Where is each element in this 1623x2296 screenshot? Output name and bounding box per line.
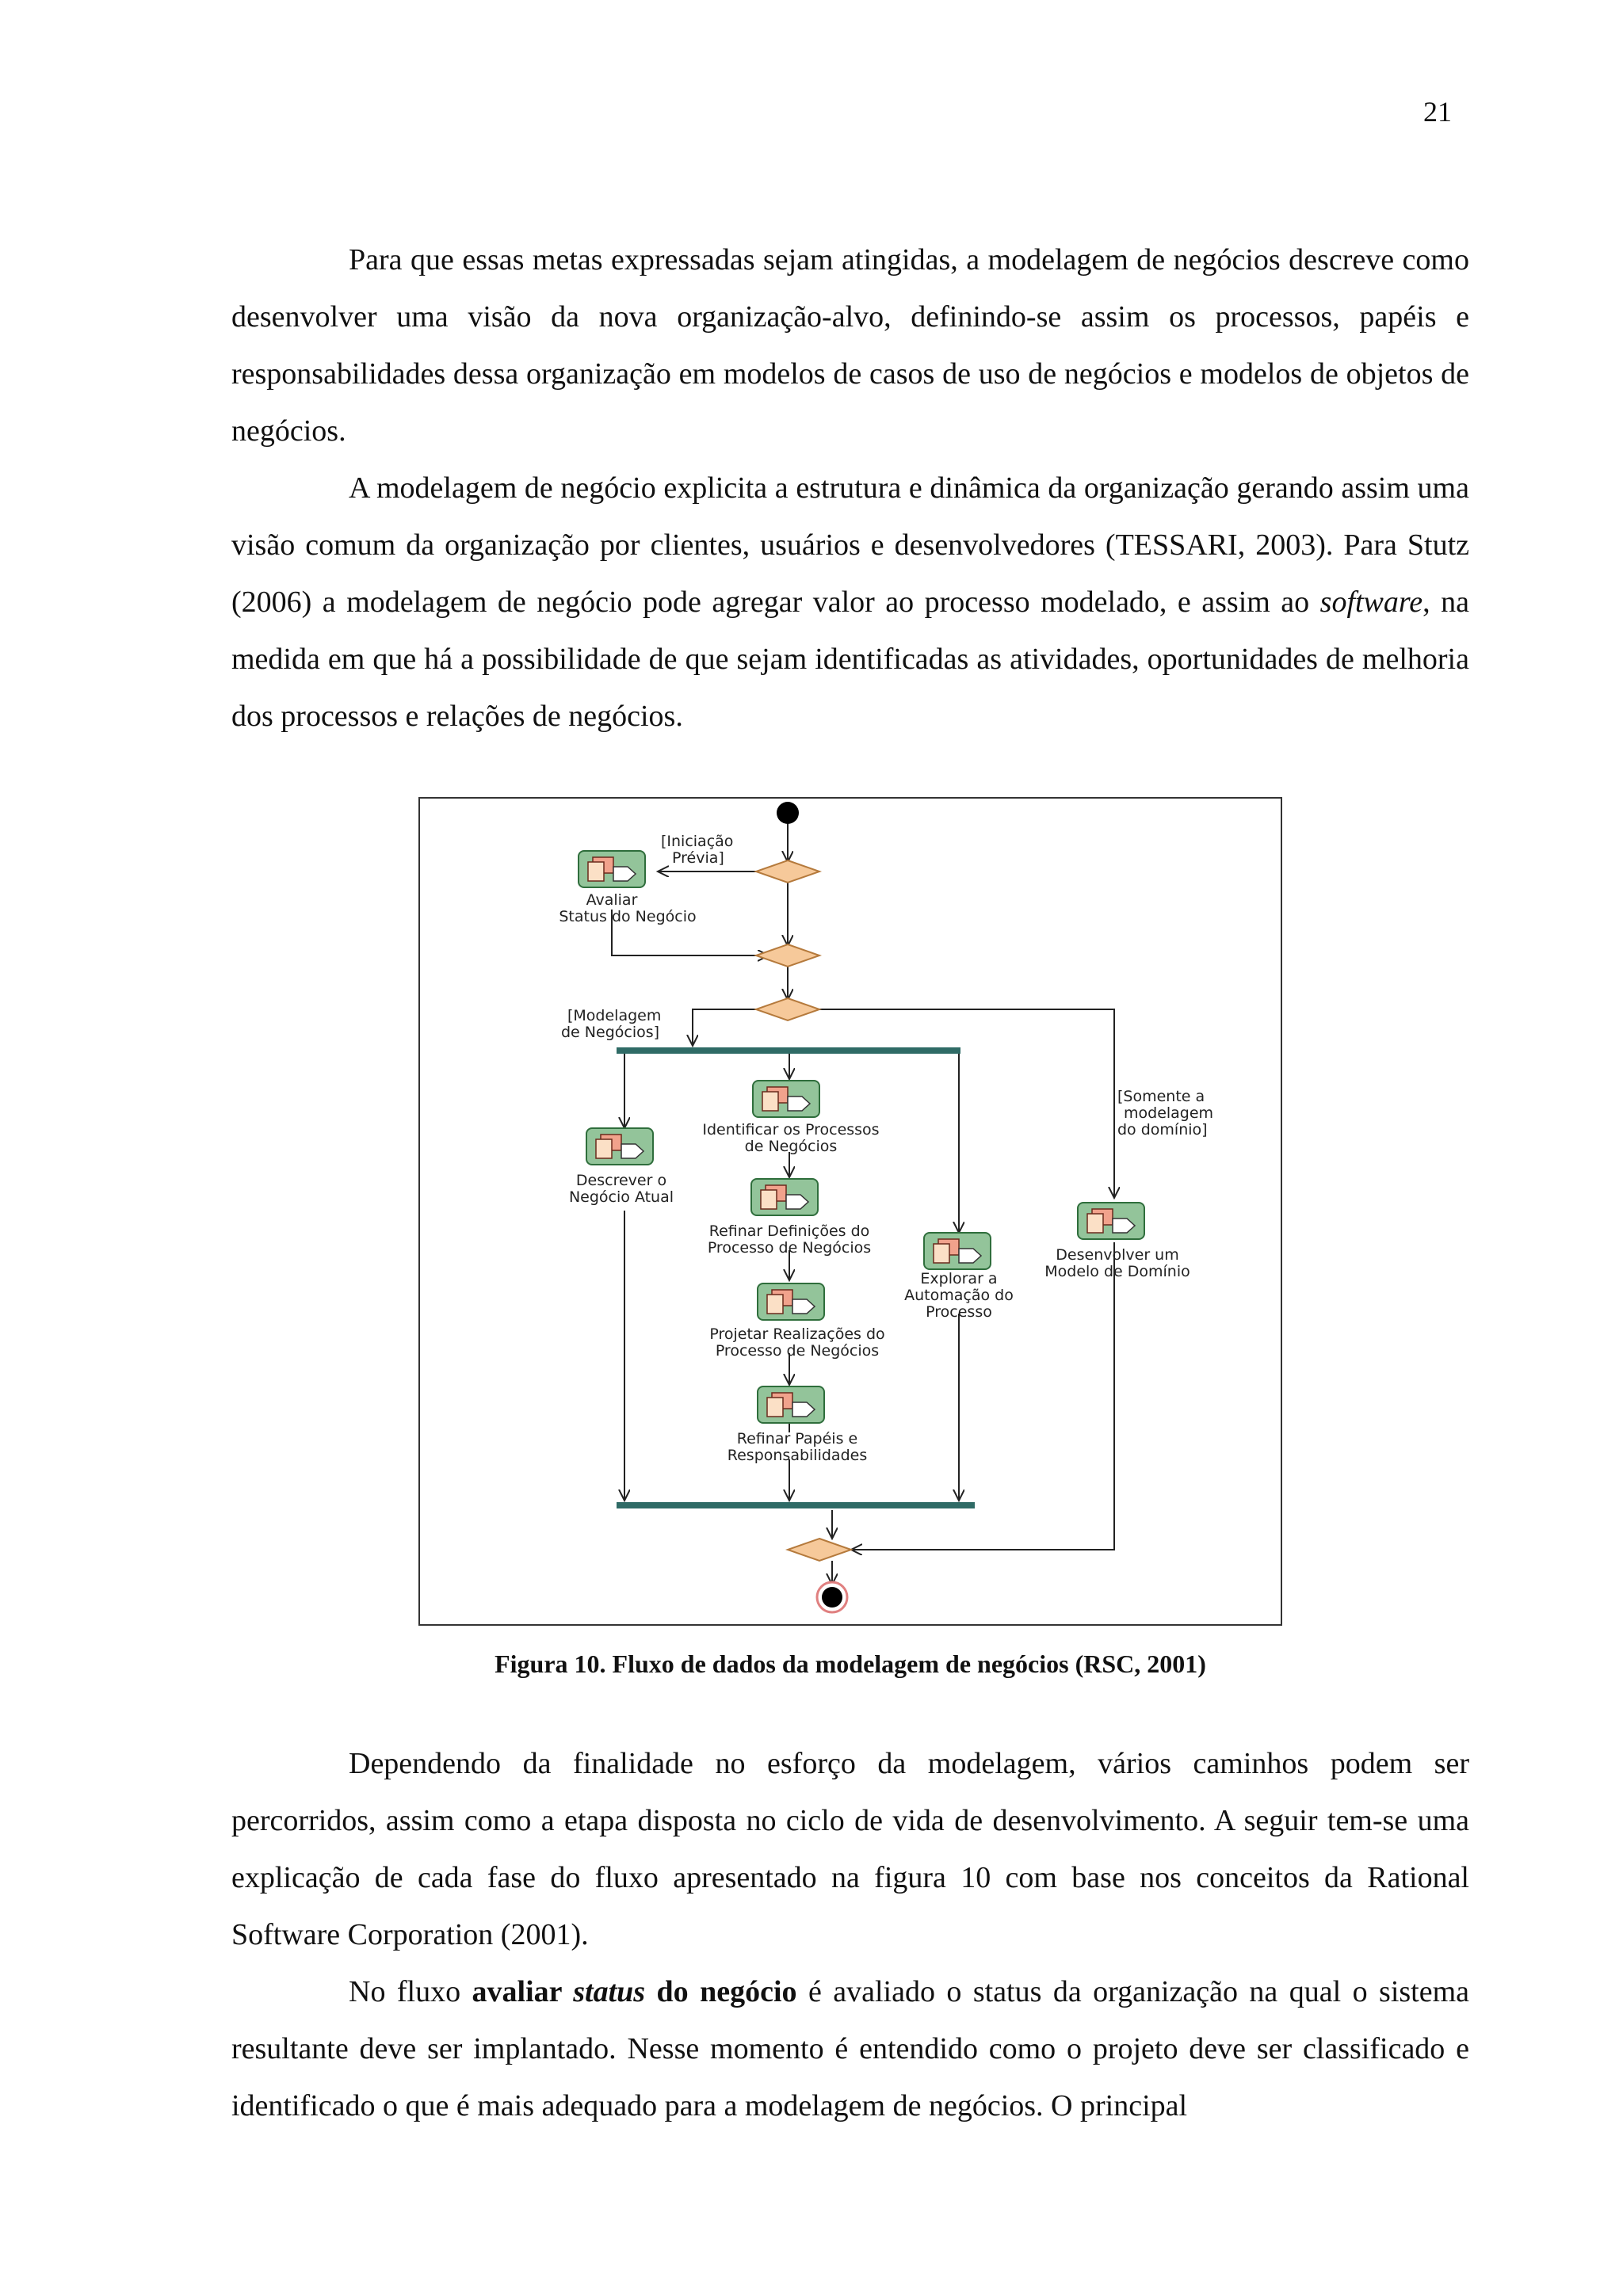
decision-node-4: [785, 1537, 854, 1562]
activity-icon: [757, 1283, 825, 1321]
decision-node-2: [753, 943, 823, 968]
paragraph-4-bold-end: do negócio: [645, 1975, 797, 2008]
activity-icon: [578, 850, 646, 888]
decision-node-3: [753, 997, 823, 1022]
paragraph-4-text-end: é avaliado o status da organização na qu…: [231, 1975, 1470, 2122]
fork-bar: [617, 1047, 960, 1054]
paragraph-2-text: A modelagem de negócio explicita a estru…: [231, 471, 1469, 619]
activity-icon: [586, 1127, 654, 1165]
paragraph-2: A modelagem de negócio explicita a estru…: [231, 460, 1469, 745]
paragraph-3: Dependendo da finalidade no esforço da m…: [231, 1747, 1469, 1951]
activity-icon: [923, 1232, 991, 1270]
page-number: 21: [1423, 96, 1452, 128]
figure-caption: Figura 10. Fluxo de dados da modelagem d…: [495, 1650, 1206, 1678]
paragraph-1: Para que essas metas expressadas sejam a…: [231, 243, 1469, 448]
join-bar: [617, 1502, 975, 1508]
paragraph-2-italic: software: [1319, 585, 1423, 619]
paragraph-4-bold-italic: status: [573, 1975, 646, 2008]
paragraph-4: No fluxo avaliar status do negócio é ava…: [231, 1963, 1469, 2134]
activity-icon: [752, 1080, 820, 1118]
paragraph-2-text-end: , na medida em que há a possibilidade de…: [231, 585, 1470, 733]
flow-edges: [611, 814, 1114, 1585]
paragraph-4-text: No fluxo: [349, 1975, 472, 2008]
initial-node: [777, 802, 799, 824]
paragraph-4-bold: avaliar: [472, 1975, 574, 2008]
activity-icon: [757, 1386, 825, 1424]
activity-icon: [1077, 1202, 1145, 1240]
final-node: [822, 1587, 842, 1608]
decision-node-1: [753, 859, 823, 884]
activity-icon: [750, 1178, 819, 1216]
